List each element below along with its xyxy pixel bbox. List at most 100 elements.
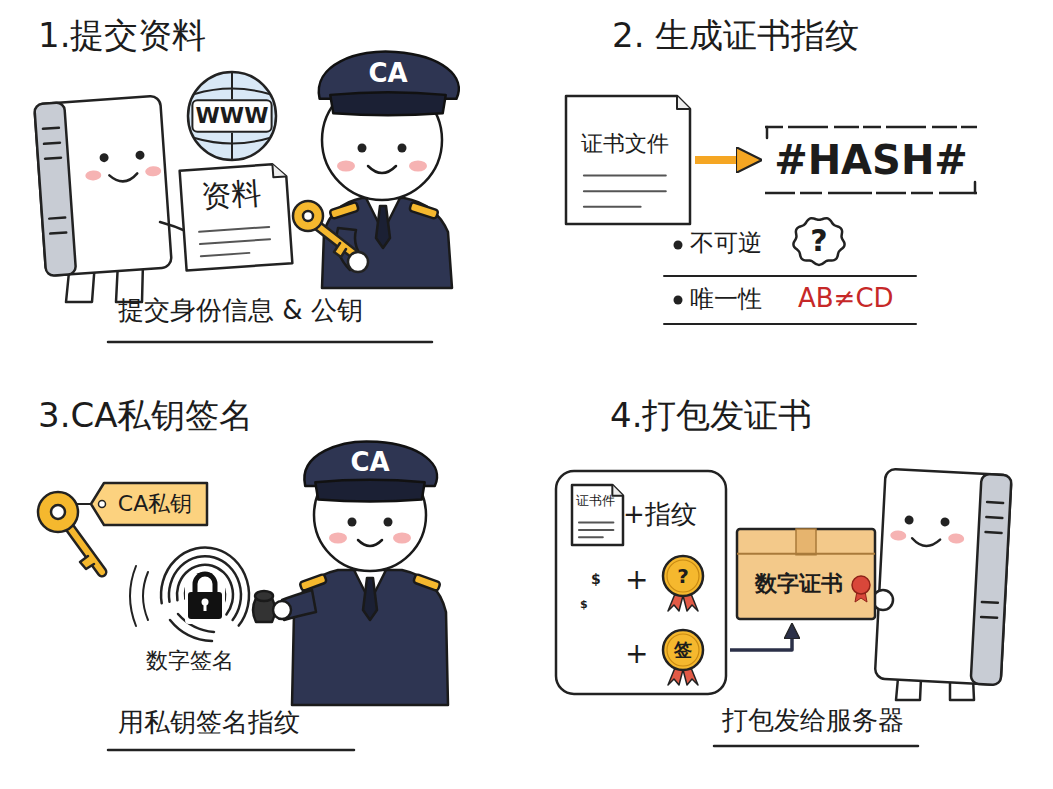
certificate-file-outline xyxy=(579,536,603,538)
key-icon xyxy=(348,252,368,272)
panel-title: 3.CA私钥签名 xyxy=(38,396,253,435)
key-icon xyxy=(70,528,102,572)
key-tag-outline xyxy=(99,501,106,508)
server-character xyxy=(873,469,1012,700)
bullet-list-rules xyxy=(674,241,683,250)
key-icon xyxy=(51,505,65,519)
fingerprint-lock xyxy=(161,548,249,626)
node-text: 签 xyxy=(674,628,692,672)
node-text: ? xyxy=(810,224,827,259)
ca-officer xyxy=(253,459,448,705)
document-outline xyxy=(272,163,286,177)
server-character xyxy=(99,153,109,163)
server-character xyxy=(49,218,65,219)
question-bubble-outline xyxy=(793,218,844,265)
ca-officer xyxy=(273,601,291,619)
certificate-package-outline xyxy=(852,576,870,594)
fingerprint-lock xyxy=(130,566,136,626)
server-character xyxy=(34,96,172,276)
server-character xyxy=(135,150,145,160)
label-slot: 打包发给服务器 xyxy=(722,706,904,736)
package-contents-outline xyxy=(556,471,726,694)
server-character xyxy=(982,601,998,604)
ca-officer xyxy=(329,533,347,544)
ca-officer xyxy=(409,161,427,172)
server-character xyxy=(875,469,1012,685)
fingerprint-lock xyxy=(130,548,249,641)
label-slot: 1.提交资料 xyxy=(38,16,206,55)
bullet-list-rules xyxy=(674,296,683,305)
key-tag-outline xyxy=(91,483,207,525)
server-character xyxy=(34,96,188,302)
fingerprint-lock xyxy=(195,574,215,594)
node-text: #HASH# xyxy=(774,137,968,183)
ca-officer xyxy=(329,202,358,219)
hash-band: #HASH# xyxy=(765,124,977,196)
question-bubble: ? xyxy=(790,214,848,268)
certificate-file-outline xyxy=(584,206,641,208)
server-character xyxy=(987,501,1003,504)
panel-title: 1.提交资料 xyxy=(38,16,206,55)
server-character xyxy=(44,143,60,144)
send-arrow xyxy=(730,633,792,650)
caption: 用私钥签名指纹 xyxy=(118,708,300,738)
ca-officer xyxy=(384,518,393,527)
bullet-list-rules xyxy=(664,275,916,277)
label-slot: 4.打包发证书 xyxy=(610,396,812,435)
ca-officer xyxy=(393,533,411,544)
ca-officer xyxy=(398,144,407,153)
document: 资料 xyxy=(179,162,294,271)
document-outline xyxy=(199,227,269,232)
panel-title: 2. 生成证书指纹 xyxy=(612,16,859,55)
key-icon xyxy=(293,201,323,231)
certificate-file-outline xyxy=(584,175,666,177)
ca-officer xyxy=(337,161,355,172)
certificate-file-outline xyxy=(579,521,613,523)
caption: 打包发给服务器 xyxy=(722,706,904,736)
key-icon xyxy=(334,243,346,257)
label-slot: 用私钥签名指纹 xyxy=(118,708,300,738)
node-text: 证书文件 xyxy=(581,131,669,156)
panel-title: 4.打包发证书 xyxy=(610,396,812,435)
ca-officer xyxy=(413,574,441,591)
ca-officer xyxy=(358,540,382,546)
server-character xyxy=(912,538,940,546)
ca-officer xyxy=(292,570,448,705)
ca-cap: CA xyxy=(298,440,442,502)
label-slot: 不可逆 xyxy=(690,230,762,258)
node-text: 数字证书 xyxy=(755,571,843,596)
node-text: + xyxy=(625,564,648,596)
key-icon xyxy=(70,528,102,572)
bullet-list-rules xyxy=(664,323,916,325)
caption: 提交身份信息 & 公钥 xyxy=(118,296,363,326)
label-slot: $ xyxy=(580,599,588,612)
server-character xyxy=(948,533,965,544)
label-slot: $ xyxy=(591,571,601,587)
node-text: 证书件 xyxy=(576,494,615,509)
document-outline xyxy=(201,253,249,256)
server-character xyxy=(145,166,162,177)
globe-icon-outline xyxy=(188,72,276,160)
bullet-text: 不可逆 xyxy=(690,230,762,258)
node-text: ? xyxy=(677,554,689,598)
ca-officer xyxy=(255,591,273,601)
server-character xyxy=(904,515,913,524)
ca-cap-outline xyxy=(330,92,446,115)
globe-icon-outline xyxy=(231,133,233,160)
inequality-text: AB≠CD xyxy=(798,284,894,314)
hash-band-outline xyxy=(767,127,975,193)
hash-band-outline xyxy=(765,126,977,129)
server-character xyxy=(109,173,137,182)
text-slot: + xyxy=(625,564,648,596)
caption-small: 数字签名 xyxy=(146,648,234,673)
caption-underline xyxy=(714,745,918,748)
label-slot: AB≠CD xyxy=(798,284,894,314)
currency-symbol: $ xyxy=(591,571,601,587)
server-character xyxy=(971,474,1012,685)
ca-cap: CA xyxy=(312,50,464,116)
server-character xyxy=(34,102,76,276)
label-slot: 2. 生成证书指纹 xyxy=(612,16,859,55)
certificate-package-outline xyxy=(796,529,816,555)
globe-icon-outline xyxy=(231,72,233,99)
